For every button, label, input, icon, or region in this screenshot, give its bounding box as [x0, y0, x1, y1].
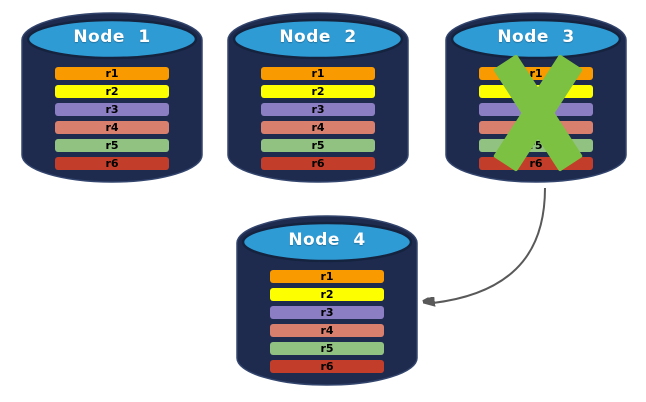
database-node-4: Node 4 r1 r2 r3 r4 r5 r6 [236, 215, 418, 387]
node-title: Node 4 [288, 230, 366, 250]
database-node-2: Node 2 r1 r2 r3 r4 r5 r6 [227, 12, 409, 184]
row-r3: r3 [55, 103, 169, 116]
failover-arrow [415, 187, 546, 320]
cylinder-top [232, 18, 404, 60]
row-r6: r6 [55, 157, 169, 170]
arrow-curve [433, 187, 546, 303]
row-r3: r3 [261, 103, 375, 116]
cylinder-top [241, 221, 413, 263]
row-r2: r2 [261, 85, 375, 98]
node-title: Node 2 [279, 27, 357, 47]
node-title: Node 1 [73, 27, 151, 47]
database-node-3: Node 3 r1 r2 r3 r4 r5 r6 [445, 12, 627, 184]
row-r1: r1 [55, 67, 169, 80]
row-r3: r3 [270, 306, 384, 319]
row-r6: r6 [270, 360, 384, 373]
row-list: r1 r2 r3 r4 r5 r6 [261, 67, 375, 175]
row-r1: r1 [270, 270, 384, 283]
row-r4: r4 [270, 324, 384, 337]
row-r2: r2 [55, 85, 169, 98]
row-r6: r6 [261, 157, 375, 170]
cylinder-top [450, 18, 622, 60]
node-title: Node 3 [497, 27, 575, 47]
row-list: r1 r2 r3 r4 r5 r6 [55, 67, 169, 175]
database-node-1: Node 1 r1 r2 r3 r4 r5 r6 [21, 12, 203, 184]
row-r4: r4 [261, 121, 375, 134]
row-list: r1 r2 r3 r4 r5 r6 [270, 270, 384, 378]
row-r5: r5 [270, 342, 384, 355]
cylinder-top [26, 18, 198, 60]
row-r1: r1 [261, 67, 375, 80]
row-r2: r2 [270, 288, 384, 301]
row-r4: r4 [55, 121, 169, 134]
failure-x-icon [493, 54, 583, 172]
row-r5: r5 [55, 139, 169, 152]
row-r5: r5 [261, 139, 375, 152]
